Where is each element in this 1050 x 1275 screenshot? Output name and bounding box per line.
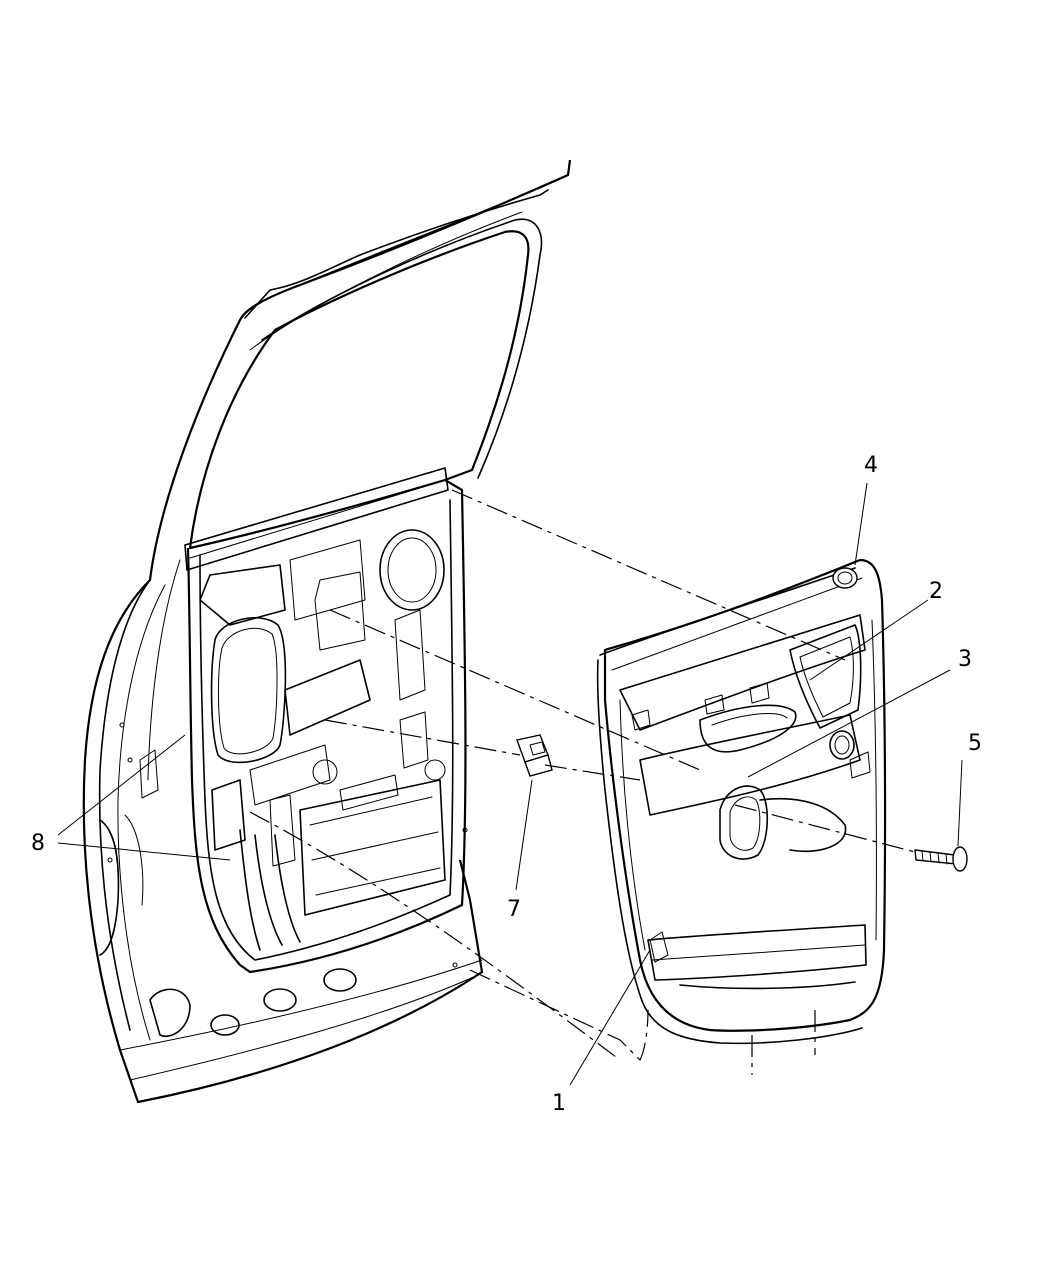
callout-3: 3 bbox=[958, 647, 972, 672]
callout-labels: 1 2 3 4 5 7 8 bbox=[31, 453, 982, 1116]
callout-1: 1 bbox=[552, 1091, 566, 1116]
callout-8: 8 bbox=[31, 831, 45, 856]
callout-leaders bbox=[57, 482, 963, 1086]
callout-5: 5 bbox=[968, 731, 982, 756]
door-shell bbox=[82, 159, 572, 1104]
screw bbox=[914, 846, 968, 872]
corner-bezel bbox=[832, 567, 858, 589]
callout-4: 4 bbox=[864, 453, 878, 478]
door-trim-panel bbox=[596, 558, 887, 1045]
alignment-lines bbox=[249, 489, 916, 1075]
callout-7: 7 bbox=[507, 897, 521, 922]
callout-2: 2 bbox=[929, 579, 943, 604]
retainer-clip bbox=[516, 734, 553, 777]
